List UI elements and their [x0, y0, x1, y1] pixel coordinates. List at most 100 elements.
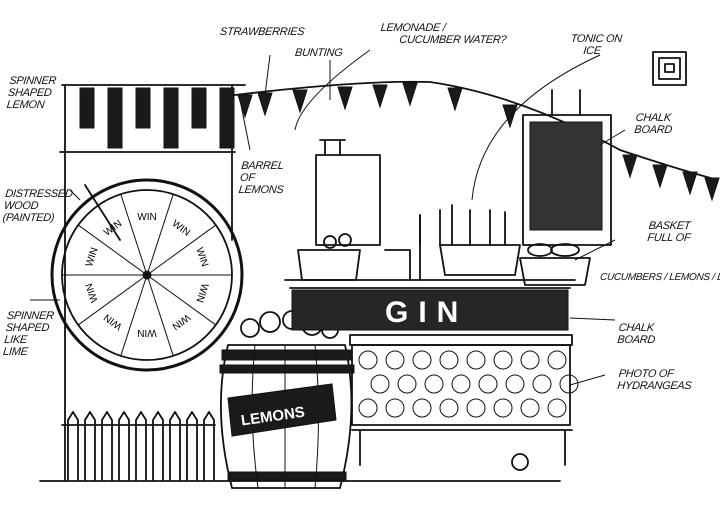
label-spinner-shaped-lemon: SPINNER SHAPED LEMON: [6, 75, 57, 111]
label-strawberries: STRAWBERRIES: [219, 26, 305, 38]
picket-fence: [61, 411, 216, 481]
wheel-segment-label: WIN: [193, 282, 209, 304]
fence-picket: [169, 411, 181, 481]
label-photo-of-hydrangeas: PHOTO OF HYDRANGEAS: [617, 368, 694, 392]
awning-stripe: [107, 87, 123, 149]
label-line: SPINNER: [8, 75, 57, 87]
bunting-flag: [292, 89, 308, 114]
hydrangea-bloom: [505, 374, 525, 394]
hydrangea-bloom: [451, 374, 471, 394]
label-basket-contents: CUCUMBERS / LEMONS / LIMES: [599, 272, 720, 283]
label-line: CUCUMBER WATER?: [398, 34, 507, 46]
hydrangea-bloom: [358, 398, 378, 418]
label-line: WOOD: [3, 200, 39, 212]
annotation-leaders: [30, 49, 626, 386]
bunting-flag: [337, 86, 353, 111]
bunting-flag: [237, 94, 253, 119]
awning-stripe: [135, 87, 151, 129]
label-line: FULL OF: [646, 232, 691, 244]
label-lemonade-cucumber-water: LEMONADE / CUCUMBER WATER?: [379, 22, 508, 46]
label-line: LIME: [2, 346, 29, 358]
hydrangea-bloom: [370, 374, 390, 394]
bunting-flag: [652, 164, 668, 189]
label-line: BOARD: [616, 334, 656, 346]
label-bunting: BUNTING: [294, 47, 344, 59]
awning-stripe: [191, 87, 207, 129]
gin-counter: GIN: [284, 279, 579, 471]
label-spinner-shaped-like-lime: SPINNER SHAPED LIKE LIME: [2, 310, 54, 358]
label-line: SPINNER: [6, 310, 55, 322]
label-chalk-board-top: CHALK BOARD: [634, 112, 674, 136]
hydrangea-bloom: [532, 374, 552, 394]
hydrangea-bloom: [385, 398, 405, 418]
hydrangea-bloom: [478, 374, 498, 394]
spinner-pointer: [84, 184, 121, 241]
bunting-flag: [682, 171, 698, 196]
fence-picket: [101, 411, 113, 481]
bunting-flag: [622, 154, 638, 179]
bunting-flag: [372, 84, 388, 109]
hydrangea-bloom: [493, 398, 513, 418]
label-tonic-on-ice: TONIC ON ICE: [569, 33, 623, 57]
produce-basket: [519, 243, 591, 286]
label-line: TONIC ON: [570, 33, 623, 45]
hydrangea-bloom: [520, 398, 540, 418]
label-line: BASKET: [648, 220, 691, 232]
wheel-divider: [146, 194, 174, 276]
label-line: OF: [239, 172, 256, 184]
hydrangea-bloom: [547, 350, 567, 370]
label-line: HYDRANGEAS: [616, 380, 693, 392]
hydrangea-bloom: [466, 350, 486, 370]
label-basket-full-of: BASKET FULL OF: [647, 220, 692, 244]
label-line: BOARD: [633, 124, 673, 136]
tonic-bottles: [419, 204, 521, 276]
label-line: LEMONS: [238, 184, 285, 196]
label-line: DISTRESSED: [4, 188, 74, 200]
hydrangea-bloom: [424, 374, 444, 394]
frame-icon: [652, 51, 687, 86]
label-line: LEMONADE /: [380, 22, 447, 34]
drinks-dispenser: [297, 139, 421, 281]
fence-picket: [118, 411, 130, 481]
hydrangea-bloom: [412, 398, 432, 418]
wheel-divider: [77, 224, 148, 276]
awning-stripe: [219, 87, 235, 149]
chalkboard: [522, 89, 612, 246]
wheel-segment-label: WIN: [170, 311, 192, 331]
label-line: (PAINTED): [2, 212, 55, 224]
wheel-divider: [146, 274, 217, 326]
bunting-flag: [402, 82, 418, 107]
hydrangea-bloom: [385, 350, 405, 370]
striped-awning: [59, 84, 246, 481]
wheel-segment-label: WIN: [193, 246, 209, 268]
hydrangea-bloom: [547, 398, 567, 418]
hydrangea-bloom: [439, 350, 459, 370]
label-line: ICE: [582, 45, 602, 57]
wheel-segment-label: WIN: [102, 311, 124, 331]
wheel-divider: [146, 224, 217, 276]
wheel-segment-label: WIN: [137, 212, 156, 223]
label-chalk-board-counter: CHALK BOARD: [617, 322, 657, 346]
label-barrel-of-lemons: BARREL OF LEMONS: [238, 160, 286, 196]
awning-stripe: [79, 87, 95, 129]
hydrangea-bloom: [397, 374, 417, 394]
lemon-barrel: LEMONS: [219, 310, 355, 489]
label-line: LIKE: [3, 334, 28, 346]
wheel-segment-label: WIN: [170, 218, 192, 238]
label-line: CHALK: [635, 112, 672, 124]
wheel-segment-label: WIN: [84, 246, 100, 268]
wheel-segment-label: WIN: [137, 327, 156, 338]
counter-sign-text: GIN: [385, 296, 468, 329]
fence-picket: [67, 411, 79, 481]
fence-picket: [186, 411, 198, 481]
barrel-sign: [227, 383, 337, 437]
fence-picket: [152, 411, 164, 481]
label-distressed-wood: DISTRESSED WOOD (PAINTED): [2, 188, 73, 224]
hydrangea-bloom: [466, 398, 486, 418]
awning-stripe: [163, 87, 179, 149]
wheel-segment-label: WIN: [84, 282, 100, 304]
bunting-flag: [447, 87, 463, 112]
hydrangea-bloom: [439, 398, 459, 418]
